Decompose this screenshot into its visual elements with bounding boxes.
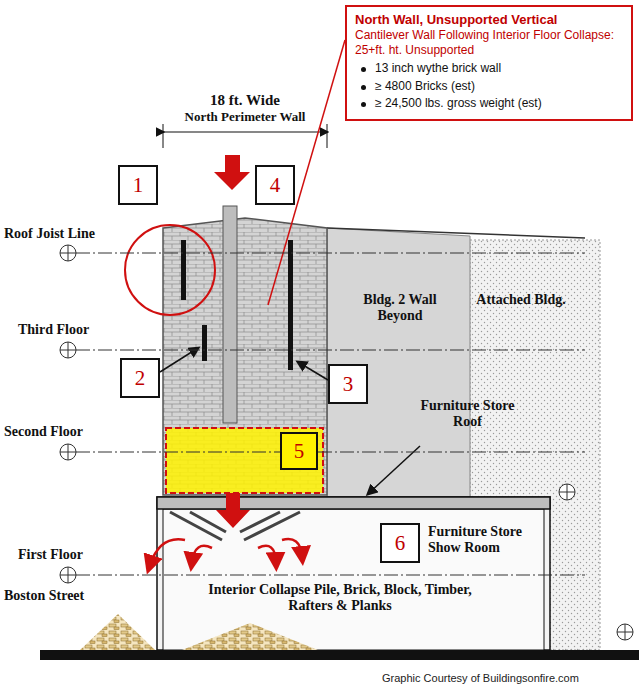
building-label: Attached Bldg. (476, 292, 566, 308)
wall-name: North Perimeter Wall (143, 110, 347, 125)
room-label: Furniture Store Show Room (428, 524, 538, 556)
bullet-text: ≥ 4800 Bricks (est) (375, 79, 475, 95)
floor-label: Roof Joist Line (4, 226, 95, 242)
number-text: 4 (270, 173, 281, 198)
callout-number: 1 (118, 165, 158, 205)
roof-label: Furniture Store Roof (405, 398, 530, 430)
callout-number: 6 (380, 523, 420, 563)
callout-number: 2 (120, 358, 160, 398)
bullet-text: ≥ 24,500 lbs. gross weight (est) (375, 96, 542, 112)
number-text: 2 (135, 366, 146, 391)
bullet-row: ≥ 24,500 lbs. gross weight (est) (355, 96, 623, 112)
bullet-dot (361, 85, 366, 90)
floor-label: Second Floor (4, 424, 83, 440)
bullet-dot (361, 102, 366, 107)
bullet-row: 13 inch wythe brick wall (355, 61, 623, 77)
callout-number: 5 (280, 432, 318, 470)
dimension-label: 18 ft. Wide (153, 92, 337, 109)
callout-box: North Wall, Unsupported VerticalCantilev… (345, 5, 633, 121)
floor-label: Third Floor (18, 322, 89, 338)
number-text: 5 (294, 439, 305, 464)
bullet-text: 13 inch wythe brick wall (375, 61, 501, 77)
number-text: 3 (343, 372, 354, 397)
floor-label: First Floor (18, 547, 83, 563)
callout-title: North Wall, Unsupported Vertical (355, 12, 623, 28)
number-text: 1 (133, 173, 144, 198)
bullet-row: ≥ 4800 Bricks (est) (355, 79, 623, 95)
number-text: 6 (395, 531, 406, 556)
collapse-label: Interior Collapse Pile, Brick, Block, Ti… (190, 582, 490, 614)
building-label: Bldg. 2 Wall Beyond (345, 292, 455, 324)
callout-number: 4 (255, 165, 295, 205)
credit-note: Graphic Courtesy of Buildingsonfire.com (382, 672, 579, 685)
street-label: Boston Street (4, 588, 84, 604)
callout-subtitle: Cantilever Wall Following Interior Floor… (355, 28, 623, 58)
bullet-dot (361, 67, 366, 72)
callout-number: 3 (328, 364, 368, 404)
